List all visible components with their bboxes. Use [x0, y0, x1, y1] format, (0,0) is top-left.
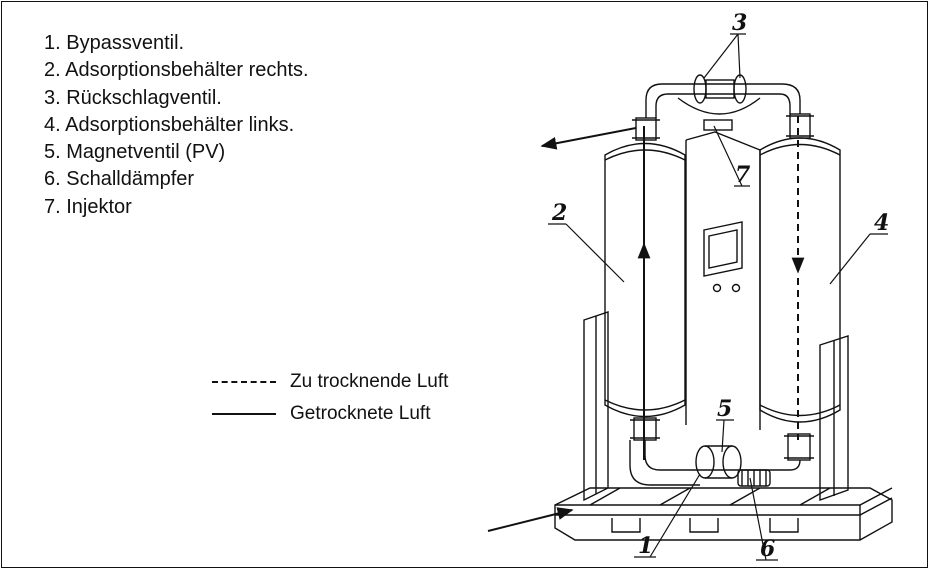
base-pallet: [554, 487, 893, 541]
callout-1: 1: [638, 533, 653, 559]
callout-leaders: [548, 33, 888, 561]
legend-solid-label: Getrocknete Luft: [290, 403, 431, 424]
parts-list-item: 5. Magnetventil (PV): [44, 141, 226, 164]
dashed-line-sample: [212, 381, 276, 383]
parts-list-item: 6. Schalldämpfer: [44, 168, 195, 191]
vessel-left-adsorber: [759, 113, 841, 461]
top-piping: [645, 74, 801, 131]
parts-list-item: 7. Injektor: [44, 195, 132, 218]
parts-list-item: 2. Adsorptionsbehälter rechts.: [44, 59, 309, 82]
legend-dashed-label: Zu trocknende Luft: [290, 371, 449, 392]
callout-2: 2: [551, 200, 567, 226]
callout-4: 4: [874, 210, 889, 236]
side-supports: [583, 311, 849, 502]
parts-list-item: 4. Adsorptionsbehälter links.: [44, 113, 295, 136]
outlet-arrow: [540, 127, 637, 150]
legend-row-dashed: Zu trocknende Luft: [212, 366, 448, 398]
callout-6: 6: [760, 536, 775, 562]
callout-5: 5: [717, 396, 732, 422]
legend-row-solid: Getrocknete Luft: [212, 398, 448, 430]
inlet-arrow: [487, 507, 574, 532]
parts-list-item: 1. Bypassventil.: [44, 32, 185, 54]
callout-7: 7: [735, 162, 751, 188]
parts-list-item: 3. Rückschlagventil.: [44, 86, 222, 109]
parts-list: 1. Bypassventil. 2. Adsorptionsbehälter …: [44, 30, 309, 221]
callout-3: 3: [732, 10, 747, 36]
bottom-piping: [629, 440, 801, 487]
solid-line-sample: [212, 413, 276, 415]
flow-paths: [487, 116, 805, 532]
flow-legend: Zu trocknende Luft Getrocknete Luft: [212, 366, 448, 430]
control-cabinet: [703, 221, 743, 293]
